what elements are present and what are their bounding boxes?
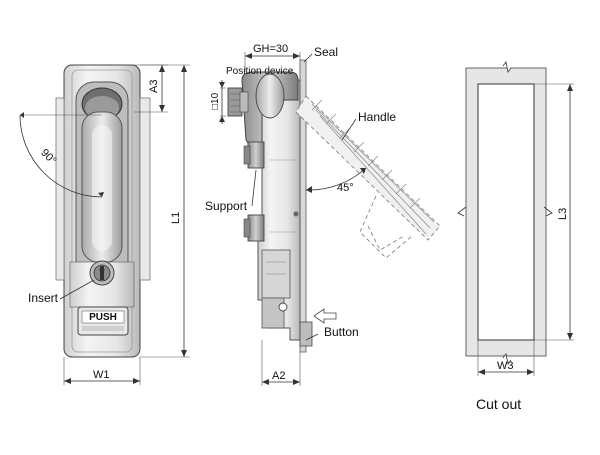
push-label: PUSH [89,312,117,323]
push-direction-arrow [313,308,337,324]
a2-label: A2 [272,370,285,382]
handle-open-45 [295,95,441,259]
seal-label: Seal [314,45,338,59]
button-label: Button [324,325,359,339]
a3-label: A3 [148,80,160,93]
angle-45-arc [305,167,367,191]
l1-label: L1 [170,212,182,224]
insert-label: Insert [28,291,59,305]
angle-90-arc [19,114,103,198]
side-button [299,321,313,347]
front-view: PUSH 90° A3 L1 W1 Insert [19,64,190,385]
handle-label: Handle [358,110,396,124]
support-label: Support [205,199,248,213]
angle-90-label: 90° [38,147,58,167]
square-10-label: □10 [210,92,221,110]
w1-label: W1 [93,369,110,381]
gh-label: GH=30 [253,43,288,55]
support-screw-bottom [247,214,265,242]
position-device-label: Position device [226,66,294,77]
angle-45-label: 45° [337,182,354,194]
cutout-opening [477,83,535,341]
support-screw-top [247,141,265,169]
side-view: 45° GH=30 Seal Position device □10 Handl… [205,43,441,386]
l3-label: L3 [557,208,569,220]
cut-out-caption: Cut out [476,396,521,412]
cutout-view: L3 W3 Cut out [457,61,574,412]
w3-label: W3 [497,360,514,372]
